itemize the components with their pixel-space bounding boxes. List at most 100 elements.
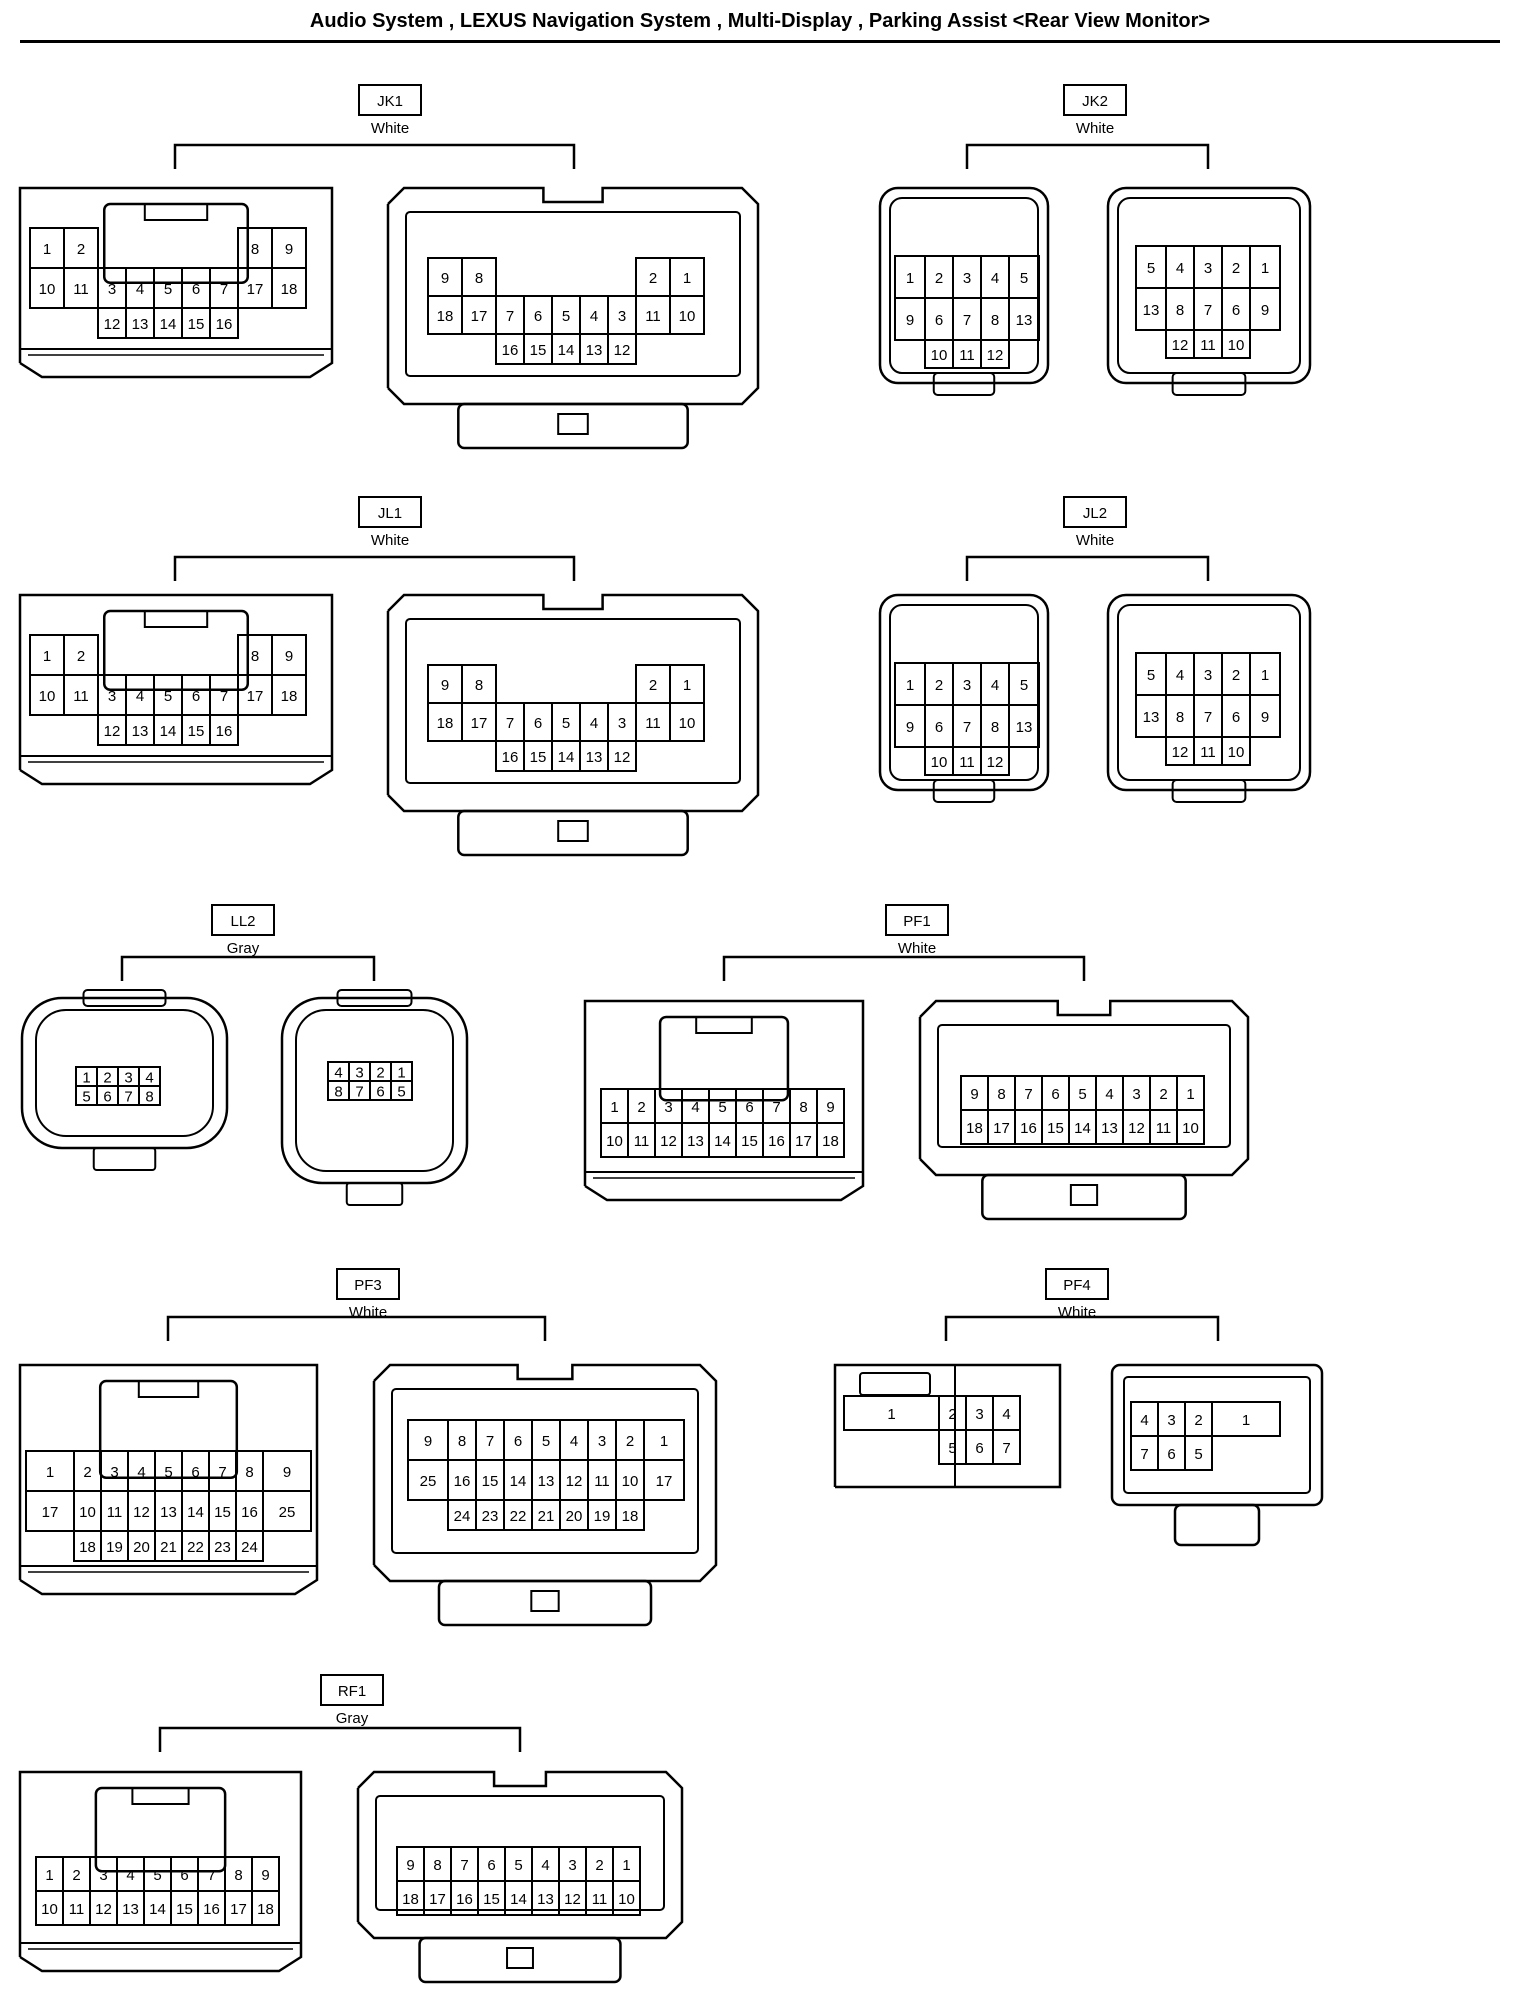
housing-outline: [1106, 186, 1312, 385]
connector-label-box: [358, 84, 422, 116]
pin-number: 12: [614, 342, 631, 359]
pin-number: 7: [207, 1867, 215, 1884]
pin-number: 22: [187, 1539, 204, 1556]
pin-number: 1: [660, 1433, 668, 1450]
pin-number: 8: [997, 1086, 1005, 1103]
pin-number: 18: [822, 1133, 839, 1150]
pin-number: 2: [649, 270, 657, 287]
pin-number: 17: [471, 308, 488, 325]
connector-id: JL2: [1083, 505, 1107, 522]
connector-label-box: [1063, 84, 1127, 116]
pin-number: 13: [132, 316, 149, 333]
pin-number: 8: [991, 312, 999, 329]
pin-number: 6: [103, 1089, 111, 1106]
lock-bracket: [457, 402, 689, 450]
pin-number: 4: [541, 1857, 549, 1874]
pin-number: 13: [538, 1473, 555, 1490]
pin-number: 1: [46, 1464, 54, 1481]
pin-number: 12: [987, 754, 1004, 771]
pin-number: 10: [1228, 744, 1245, 761]
connector-color: White: [371, 532, 409, 549]
lock-tab: [1069, 1184, 1099, 1206]
pin-number: 8: [251, 648, 259, 665]
pin-number: 14: [558, 749, 575, 766]
pin-number: 6: [935, 312, 943, 329]
connector-bracket: [722, 955, 1086, 981]
pin-number: 3: [598, 1433, 606, 1450]
pin-number: 3: [618, 308, 626, 325]
pin-cell: [669, 702, 705, 742]
pin-number: 7: [486, 1433, 494, 1450]
pin-number: 1: [43, 648, 51, 665]
pin-number: 5: [164, 1464, 172, 1481]
connector-color: White: [349, 1304, 387, 1321]
pin-number: 9: [441, 270, 449, 287]
pin-number: 2: [77, 241, 85, 258]
pin-number: 5: [718, 1099, 726, 1116]
lock-tab: [92, 1147, 157, 1171]
pin-number: 24: [454, 1508, 471, 1525]
pin-number: 13: [122, 1901, 139, 1918]
pin-cell: [615, 1499, 645, 1531]
pin-number: 3: [124, 1070, 132, 1087]
pin-cell: [1008, 297, 1040, 341]
pin-number: 5: [164, 688, 172, 705]
pin-cell: [607, 740, 637, 772]
pin-number: 1: [1242, 1412, 1250, 1429]
latch-frame: [658, 1015, 790, 1102]
connector-id: JL1: [378, 505, 402, 522]
pin-number: 10: [931, 754, 948, 771]
pin-number: 18: [257, 1901, 274, 1918]
housing-outline: [878, 186, 1050, 385]
pin-number: 4: [991, 677, 999, 694]
connector-color: White: [1076, 120, 1114, 137]
pin-number: 8: [799, 1099, 807, 1116]
pin-number: 3: [1167, 1412, 1175, 1429]
pin-number: 1: [1261, 260, 1269, 277]
pin-number: 5: [542, 1433, 550, 1450]
pin-number: 16: [502, 342, 519, 359]
pin-number: 10: [41, 1901, 58, 1918]
pin-number: 9: [906, 312, 914, 329]
pin-number: 7: [124, 1089, 132, 1106]
latch-tab: [695, 1016, 753, 1034]
pin-cell: [1211, 1401, 1281, 1437]
connector-color: White: [1058, 1304, 1096, 1321]
pin-number: 15: [483, 1891, 500, 1908]
pin-number: 9: [1261, 302, 1269, 319]
pin-number: 1: [610, 1099, 618, 1116]
pin-number: 1: [82, 1070, 90, 1087]
pin-number: 6: [487, 1857, 495, 1874]
pin-number: 14: [510, 1891, 527, 1908]
pin-number: 7: [963, 312, 971, 329]
pin-number: 15: [214, 1504, 231, 1521]
pin-number: 9: [285, 648, 293, 665]
latch-tab: [143, 203, 209, 221]
pin-number: 1: [45, 1867, 53, 1884]
pin-cell: [1249, 287, 1281, 331]
pin-number: 15: [1047, 1120, 1064, 1137]
pin-cell: [390, 1080, 413, 1101]
pin-number: 4: [691, 1099, 699, 1116]
pin-number: 5: [1194, 1446, 1202, 1463]
pin-cell: [669, 295, 705, 335]
lock-bracket: [418, 1936, 622, 1984]
pin-number: 24: [241, 1539, 258, 1556]
pin-number: 4: [126, 1867, 134, 1884]
pin-number: 3: [975, 1406, 983, 1423]
pin-number: 11: [69, 1901, 85, 1918]
pin-number: 17: [429, 1891, 446, 1908]
pin-cell: [209, 714, 239, 746]
pin-number: 18: [281, 281, 298, 298]
pin-number: 13: [1016, 312, 1033, 329]
pin-number: 1: [1186, 1086, 1194, 1103]
pin-number: 16: [203, 1901, 220, 1918]
pin-number: 1: [397, 1065, 405, 1082]
pin-number: 6: [180, 1867, 188, 1884]
